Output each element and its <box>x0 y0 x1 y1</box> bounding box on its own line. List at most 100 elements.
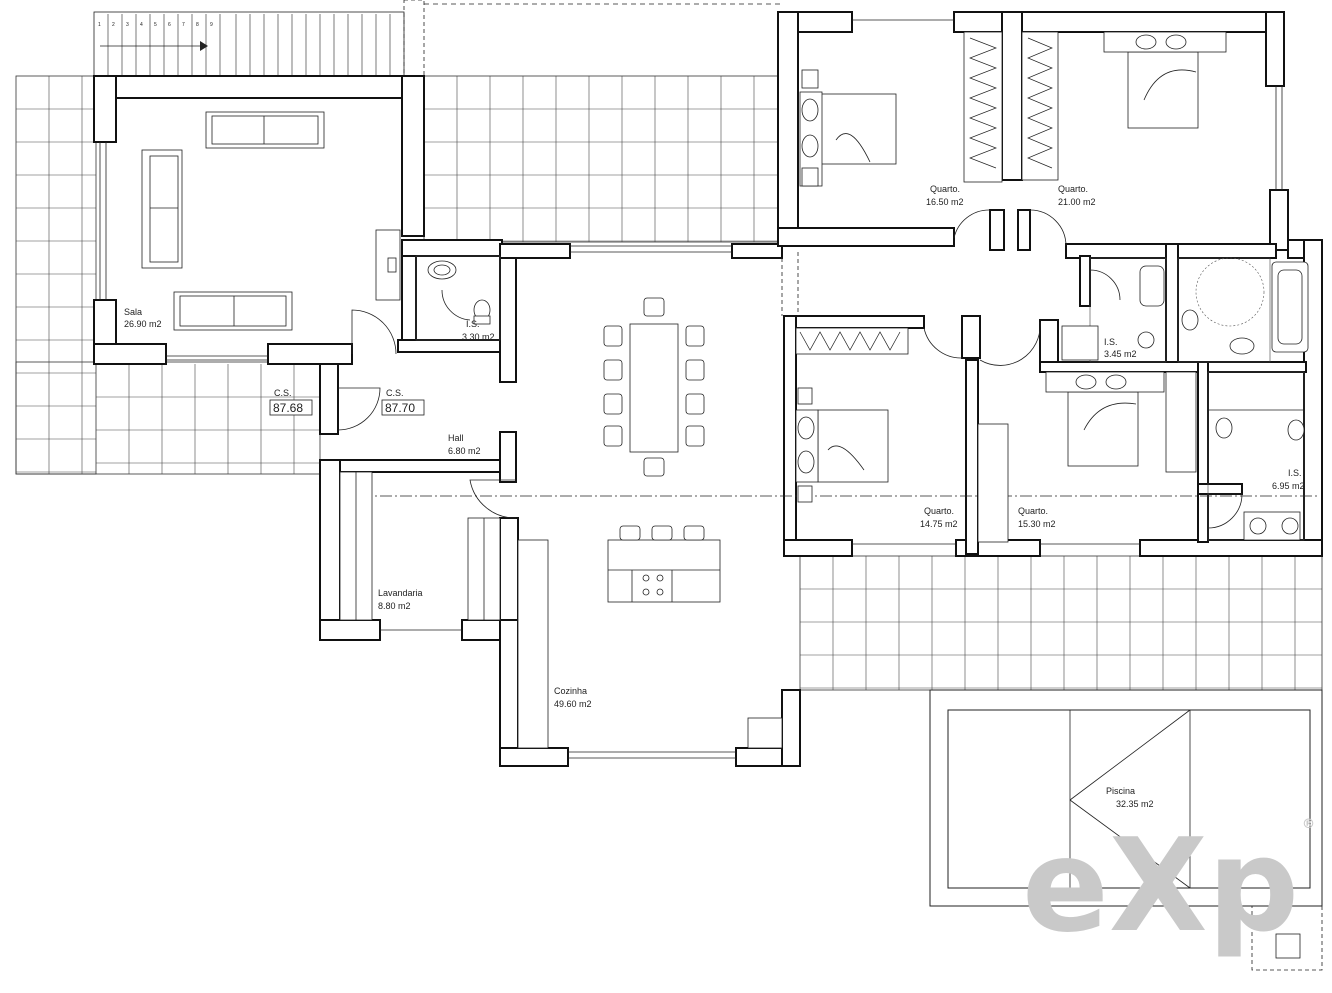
area-quarto-3: 14.75 m2 <box>920 519 958 529</box>
pillow-icon <box>797 416 815 440</box>
pillow-icon <box>1165 34 1187 50</box>
stool-icon <box>651 525 673 541</box>
bathroom-is-right <box>1207 371 1305 541</box>
chair-icon <box>643 457 665 477</box>
area-is-mid: 3.45 m2 <box>1104 349 1137 359</box>
kitchen-island <box>607 539 721 603</box>
wardrobe-quarto-4 <box>977 371 1197 543</box>
pillow-icon <box>1105 374 1127 390</box>
label-piscina: Piscina <box>1106 786 1135 796</box>
area-is-small: 3.30 m2 <box>462 332 495 342</box>
pillow-icon <box>1135 34 1157 50</box>
bathroom-is-mid <box>1061 257 1167 363</box>
chair-icon <box>603 393 623 415</box>
stair-step-number: 1 <box>98 22 101 28</box>
dining-chairs <box>603 297 705 477</box>
master-bathroom <box>1177 257 1309 363</box>
terrace-left <box>15 75 97 475</box>
stool-icon <box>619 525 641 541</box>
stair-arrow-icon <box>200 41 208 51</box>
nightstand-icon <box>797 485 813 503</box>
staircase: 1 2 3 4 5 6 7 8 9 <box>93 0 780 77</box>
chair-icon <box>643 297 665 317</box>
wardrobe-quarto-1 <box>963 31 1003 183</box>
toilet-icon <box>1137 331 1155 349</box>
tile-grid <box>16 76 1322 690</box>
walls <box>93 11 1323 767</box>
label-hall: Hall <box>448 433 464 443</box>
toilet-icon <box>1215 417 1233 439</box>
dining-table <box>629 323 679 453</box>
toilet-icon <box>1287 419 1305 441</box>
kitchen-counter <box>517 539 783 749</box>
burner-icon <box>656 574 664 582</box>
label-quarto-3: Quarto. <box>924 506 954 516</box>
chair-icon <box>685 425 705 447</box>
nightstand-icon <box>801 69 819 89</box>
level-value: 87.68 <box>273 401 303 415</box>
toilet-icon <box>1181 309 1199 331</box>
nightstand-icon <box>801 167 819 187</box>
stair-step-number: 2 <box>112 22 115 28</box>
sink-icon <box>1249 517 1267 535</box>
stair-step-number: 5 <box>154 22 157 28</box>
burner-icon <box>642 588 650 596</box>
label-lavandaria: Lavandaria <box>378 588 423 598</box>
chair-icon <box>685 359 705 381</box>
label-quarto-4: Quarto. <box>1018 506 1048 516</box>
wardrobe-quarto-2 <box>1021 31 1059 181</box>
sink-icon <box>1281 517 1299 535</box>
chair-icon <box>603 325 623 347</box>
stair-step-number: 8 <box>196 22 199 28</box>
chair-icon <box>685 325 705 347</box>
label-cozinha: Cozinha <box>554 686 587 696</box>
label-quarto-2: Quarto. <box>1058 184 1088 194</box>
area-lavandaria: 8.80 m2 <box>378 601 411 611</box>
label-is-right: I.S. <box>1288 468 1302 478</box>
lamp-icon <box>387 257 397 273</box>
stair-step-number: 3 <box>126 22 129 28</box>
stair-step-number: 4 <box>140 22 143 28</box>
pool <box>929 689 1323 971</box>
sink-icon <box>1139 265 1165 307</box>
sofa-bottom <box>173 291 293 331</box>
registered-mark: ® <box>1302 817 1315 832</box>
pillow-icon <box>797 450 815 474</box>
level-marker-2: C.S. 87.70 <box>381 388 425 416</box>
chair-icon <box>685 393 705 415</box>
stair-step-number: 9 <box>210 22 213 28</box>
bed-quarto-1 <box>799 69 897 187</box>
stair-step-number: 6 <box>168 22 171 28</box>
pillow-icon <box>801 98 819 122</box>
area-piscina: 32.35 m2 <box>1116 799 1154 809</box>
wardrobe-quarto-3 <box>795 327 909 355</box>
area-quarto-2: 21.00 m2 <box>1058 197 1096 207</box>
level-label: C.S. <box>274 388 292 398</box>
area-hall: 6.80 m2 <box>448 446 481 456</box>
nightstand-icon <box>797 387 813 405</box>
sofa-top <box>205 111 325 149</box>
area-sala: 26.90 m2 <box>124 319 162 329</box>
terrace-right <box>799 555 1323 691</box>
label-is-small: I.S. <box>466 319 480 329</box>
shower-tray-icon <box>1061 325 1099 361</box>
exp-logo-text: eXp <box>1022 812 1299 961</box>
pillow-icon <box>801 134 819 158</box>
sink-icon <box>1229 337 1255 355</box>
stair-step-number: 7 <box>182 22 185 28</box>
room-labels: Sala 26.90 m2 I.S. 3.30 m2 Hall 6.80 m2 … <box>124 184 1305 809</box>
level-label: C.S. <box>386 388 404 398</box>
laundry-counters <box>339 471 501 621</box>
small-bathroom <box>415 255 501 341</box>
bed-quarto-3 <box>795 387 889 503</box>
shower-icon <box>1195 257 1265 327</box>
label-is-mid: I.S. <box>1104 337 1118 347</box>
area-cozinha: 49.60 m2 <box>554 699 592 709</box>
terrace-top <box>423 75 781 243</box>
area-quarto-4: 15.30 m2 <box>1018 519 1056 529</box>
pillow-icon <box>1075 374 1097 390</box>
doors <box>337 209 1243 529</box>
level-marker-1: C.S. 87.68 <box>269 388 313 416</box>
sofa-left <box>141 149 183 269</box>
